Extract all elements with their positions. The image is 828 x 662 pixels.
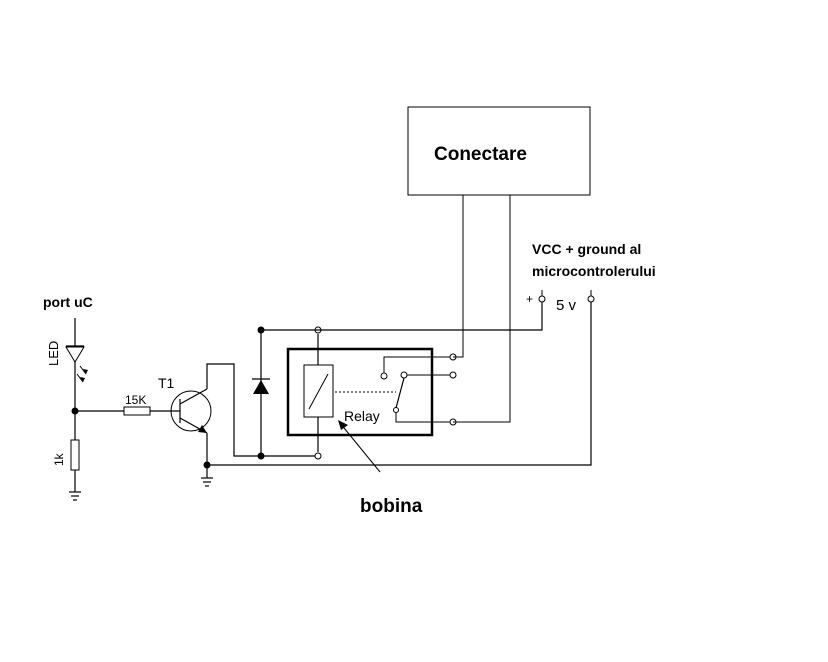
- relay-module-box: [286, 347, 434, 437]
- vcc-label-line2: microcontrolerului: [532, 263, 656, 279]
- vcc-label-line1: VCC + ground al: [532, 241, 641, 257]
- resistor-15k: [75, 406, 180, 416]
- bobina-pointer: [339, 422, 381, 473]
- vcc-terminal: [538, 290, 546, 303]
- relay-contacts: [380, 353, 457, 426]
- port-uc-label: port uC: [43, 294, 93, 310]
- conectare-label: Conectare: [434, 144, 527, 165]
- led-label: LED: [46, 341, 61, 366]
- bobina-label: bobina: [360, 496, 423, 517]
- ground-terminal: [587, 290, 595, 303]
- resistor-1k: [70, 411, 80, 492]
- relay-coil: [303, 326, 334, 460]
- resistor-15k-label: 15K: [125, 393, 146, 407]
- flyback-diode: [252, 378, 270, 394]
- relay-label: Relay: [344, 408, 380, 424]
- resistor-1k-label: 1k: [52, 452, 66, 466]
- vcc-rail: [257, 302, 543, 456]
- collector-wire: [206, 363, 315, 460]
- ground-symbol-pulldown: [69, 491, 81, 501]
- junction-dot: [257, 326, 265, 334]
- junction-dot: [257, 452, 265, 460]
- plus-label: +: [526, 292, 533, 306]
- ground-symbol-emitter: [201, 477, 213, 487]
- conectare-wires: [453, 195, 511, 423]
- bobina-arrowhead: [338, 420, 348, 430]
- five-v-label: 5 v: [556, 297, 577, 314]
- led-diode: [65, 318, 88, 411]
- transistor-label: T1: [158, 375, 175, 391]
- transistor-t1: [170, 380, 212, 478]
- conectare-box: [407, 106, 591, 196]
